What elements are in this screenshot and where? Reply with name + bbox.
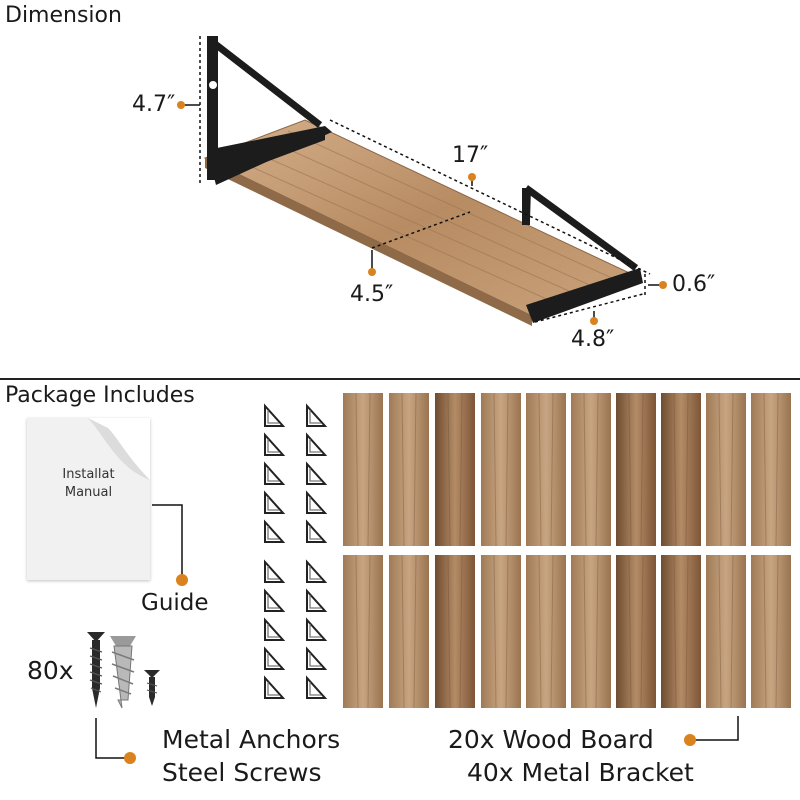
brackets-label: 40x Metal Bracket xyxy=(467,758,694,787)
page-curl xyxy=(88,418,150,480)
bracket-icon xyxy=(264,405,326,699)
depth-label: 4.5″ xyxy=(350,282,394,307)
package-title: Package Includes xyxy=(5,383,195,408)
screw-icon xyxy=(87,632,105,708)
manual-text-line-1: Installat xyxy=(62,467,115,482)
length-label: 17″ xyxy=(452,143,489,168)
manual-icon: Installat Manual xyxy=(27,418,150,580)
screws-label: Steel Screws xyxy=(162,758,322,787)
anchors-label: Metal Anchors xyxy=(162,725,341,754)
guide-label: Guide xyxy=(141,590,209,616)
screw-icon xyxy=(144,670,160,706)
thickness-label: 0.6″ xyxy=(672,272,716,297)
boards-label: 20x Wood Board xyxy=(448,725,654,754)
anchor-icon xyxy=(110,636,136,709)
height-label: 4.7″ xyxy=(132,92,176,117)
wood-board xyxy=(343,393,791,708)
manual-text-line-2: Manual xyxy=(64,485,113,500)
screws-count: 80x xyxy=(27,656,74,685)
dimension-title: Dimension xyxy=(5,3,122,28)
width-label: 4.8″ xyxy=(571,327,615,352)
section-divider xyxy=(0,378,800,380)
